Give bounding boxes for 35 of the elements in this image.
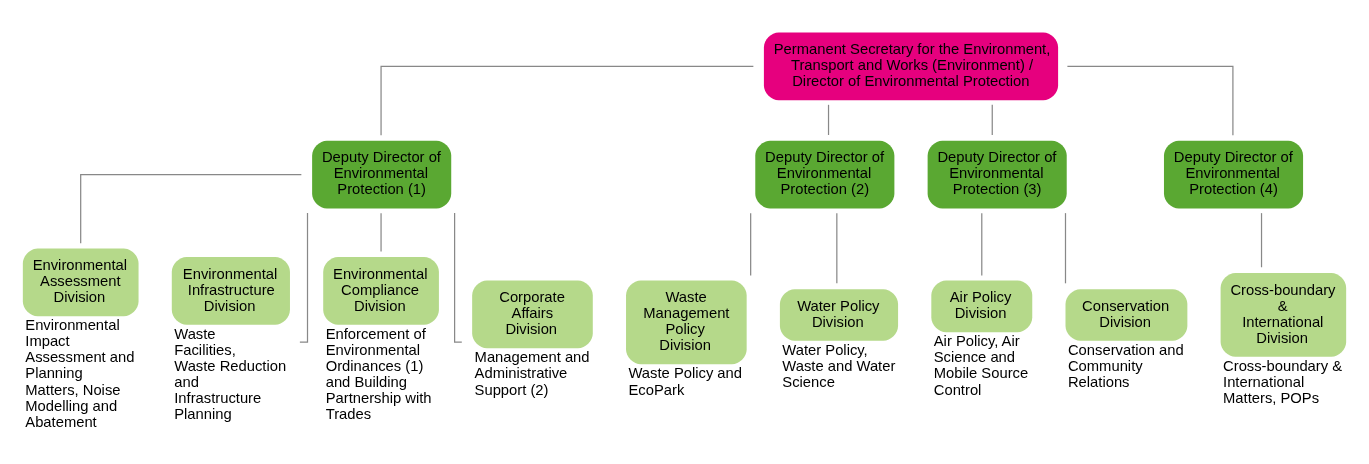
node-label: Management and Administrative Support (2) xyxy=(474,348,590,397)
node-label: Enforcement of Environmental Ordinances (1) and Building Partnership with Trades xyxy=(325,325,432,422)
node-box: Deputy Director of Environmental Protection (2) xyxy=(755,140,895,208)
connector xyxy=(981,212,983,276)
connector xyxy=(80,173,302,244)
connector xyxy=(991,103,993,136)
node-box: Deputy Director of Environmental Protection (1) xyxy=(312,140,452,208)
node-box: Corporate Affairs Division xyxy=(472,280,593,348)
node-box: Waste Management Policy Division xyxy=(626,280,747,364)
connector xyxy=(380,212,382,252)
connector xyxy=(1260,212,1263,268)
node-box: Permanent Secretary for the Environment, Transport and Works (Environment) / Director of Environmental Protection xyxy=(763,31,1059,100)
node-box: Water Policy Division xyxy=(779,288,899,341)
node-box: Deputy Director of Environmental Protection (3) xyxy=(927,140,1067,208)
node-box: Cross-boundary & International Division xyxy=(1220,272,1347,357)
node-box: Environmental Compliance Division xyxy=(323,256,439,325)
node-label: Waste Policy and EcoPark xyxy=(628,365,743,397)
node-box: Deputy Director of Environmental Protection (4) xyxy=(1163,140,1304,208)
connector xyxy=(1064,212,1067,284)
connector xyxy=(827,103,830,136)
node-label: Environmental Impact Assessment and Planning Matters, Noise Modelling and Abatement xyxy=(25,316,135,429)
connector xyxy=(836,212,838,284)
connector xyxy=(750,212,752,276)
node-box: Air Policy Division xyxy=(931,280,1033,332)
node-label: Cross-boundary & International Matters, POPs xyxy=(1223,357,1343,406)
node-box: Environmental Assessment Division xyxy=(22,248,139,316)
node-box: Environmental Infrastructure Division xyxy=(171,256,290,325)
node-label: Waste Facilities, Waste Reduction and Infrastructure Planning xyxy=(174,325,287,422)
node-label: Conservation and Community Relations xyxy=(1067,341,1184,390)
connector xyxy=(1066,65,1234,136)
node-label: Air Policy, Air Science and Mobile Source Control xyxy=(933,332,1029,397)
connector xyxy=(380,65,754,136)
node-label: Water Policy, Waste and Water Science xyxy=(782,341,896,390)
node-box: Conservation Division xyxy=(1065,288,1188,341)
connector xyxy=(454,211,463,343)
